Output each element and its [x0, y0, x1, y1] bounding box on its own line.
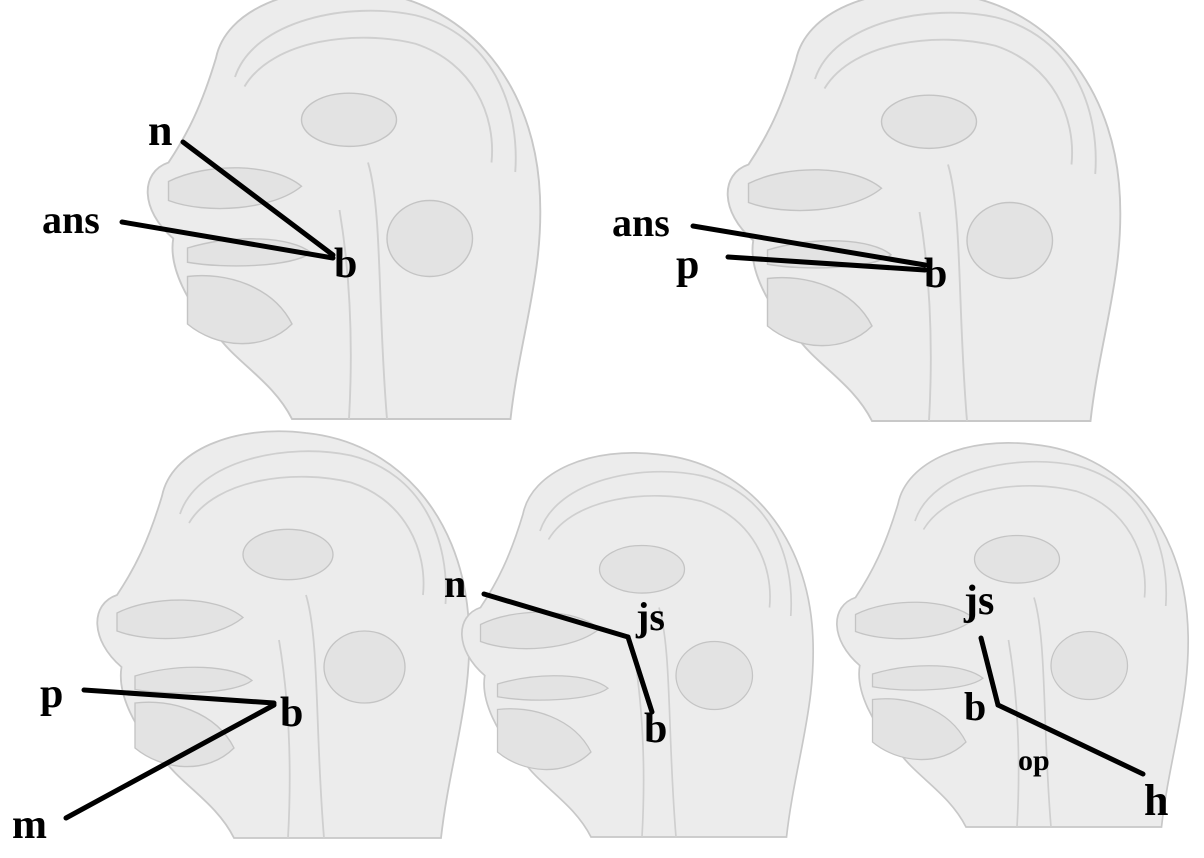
head-anatomy-image [728, 0, 1121, 421]
label-ans: ans [42, 197, 100, 242]
label-b: b [644, 706, 667, 752]
label-p: p [40, 671, 63, 717]
label-b: b [280, 690, 303, 736]
label-n: n [444, 561, 466, 606]
label-b: b [924, 251, 947, 297]
panel-4: n js b [444, 453, 813, 837]
panel-3: p b m [12, 431, 469, 848]
panel-1: n ans b [42, 0, 540, 419]
label-js: js [963, 578, 994, 624]
head-anatomy-image [148, 0, 541, 419]
label-b: b [334, 241, 357, 287]
label-js: js [635, 594, 665, 639]
panel-5: js b op h [837, 443, 1188, 827]
head-anatomy-image [462, 453, 813, 837]
label-op: op [1018, 744, 1050, 777]
label-ans: ans [612, 200, 670, 245]
head-anatomy-image [97, 431, 469, 838]
label-p: p [676, 242, 699, 288]
label-m: m [12, 802, 47, 848]
label-b: b [964, 684, 986, 729]
label-n: n [148, 106, 172, 155]
panel-2: ans p b [612, 0, 1120, 421]
label-h: h [1144, 776, 1168, 825]
